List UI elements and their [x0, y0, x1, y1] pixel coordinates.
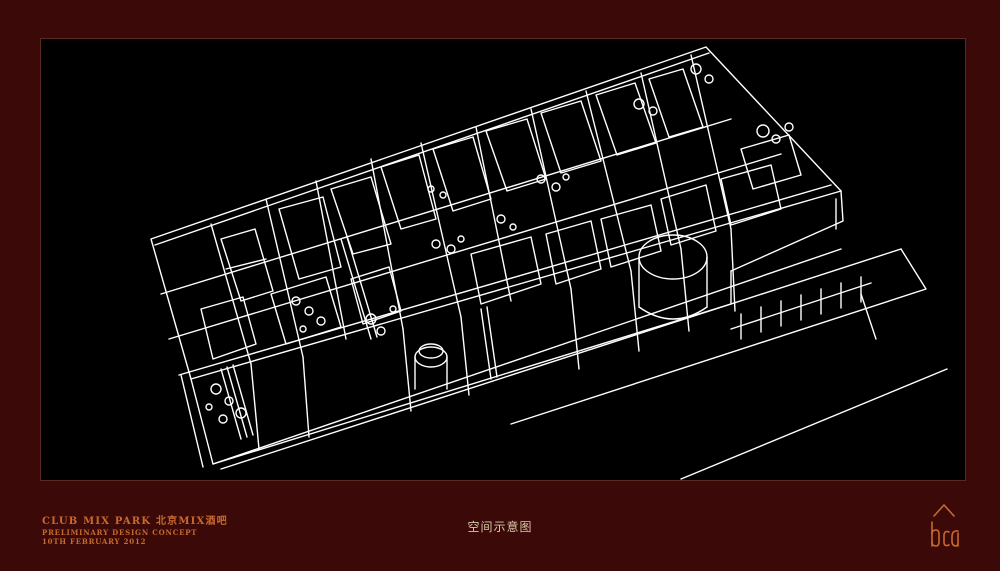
- front-wall: [190, 270, 732, 465]
- project-info: CLUB MIX PARK 北京MIX酒吧 PRELIMINARY DESIGN…: [42, 517, 228, 546]
- project-name-cn: 北京MIX酒吧: [155, 516, 228, 527]
- slab-outline: [150, 46, 842, 380]
- drawing-panel: [40, 38, 966, 481]
- bca-monogram-icon: [931, 504, 959, 547]
- project-date: 10TH FEBRUARY 2012: [42, 537, 147, 546]
- isometric-floor-plan: [150, 46, 948, 480]
- project-name: CLUB MIX PARK: [42, 516, 152, 527]
- drawing-caption: 空间示意图: [467, 520, 533, 534]
- project-subtitle: PRELIMINARY DESIGN CONCEPT: [42, 528, 198, 537]
- project-name-line: CLUB MIX PARK 北京MIX酒吧: [42, 517, 228, 527]
